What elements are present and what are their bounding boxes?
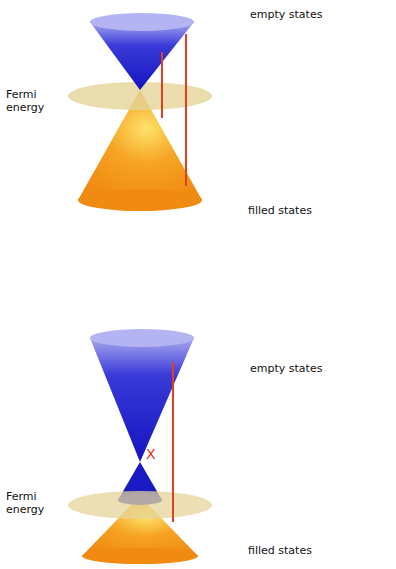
region-label: filled states [248,204,378,217]
fermi-label: Fermi energy [6,490,56,516]
blue-cone [90,13,194,90]
transition-line [172,362,174,522]
region-label: empty states [250,8,380,21]
fermi-disc [68,491,212,519]
forbidden-mark: X [146,446,166,462]
region-label: filled states [248,544,378,557]
transition-line [161,52,163,118]
transition-line [185,34,187,186]
region-label: empty states [250,362,380,375]
blue-cone [90,329,194,462]
fermi-label: Fermi energy [6,88,56,114]
